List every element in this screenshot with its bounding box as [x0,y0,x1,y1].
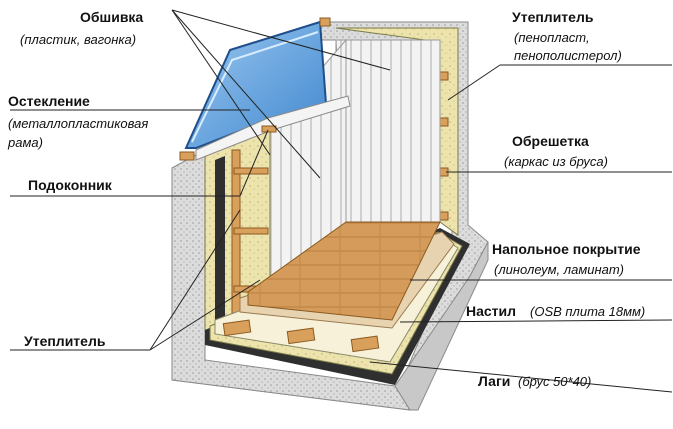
lathing-title: Обрешетка [512,133,589,149]
label-floor-covering: Напольное покрытие (линолеум, ламинат) [492,241,641,277]
label-lathing: Обрешетка (каркас из бруса) [504,133,608,169]
insulation-right-sub1: (пенопласт, [514,30,590,45]
joists-sub: (брус 50*40) [518,374,591,389]
insulation-left-title: Утеплитель [24,333,106,349]
insulation-right-title: Утеплитель [512,9,594,25]
insulation-right-sub2: пенополистерол) [514,48,622,63]
label-sill: Подоконник [28,177,113,193]
floor-covering-sub: (линолеум, ламинат) [494,262,624,277]
label-decking: Настил (OSB плита 18мм) [466,303,645,319]
label-insulation-right: Утеплитель (пенопласт, пенополистерол) [512,9,622,63]
back-wall-cladding [335,39,441,223]
glazing-title: Остекление [8,93,90,109]
joists-title: Лаги [478,373,510,389]
glazing-sub1: (металлопластиковая [8,116,148,131]
glazing-sub2: рама) [7,135,43,150]
floor-covering-title: Напольное покрытие [492,241,641,257]
leader-lines [10,9,673,393]
decking-title: Настил [466,303,516,319]
label-cladding: Обшивка (пластик, вагонка) [20,9,143,47]
decking-sub: (OSB плита 18мм) [530,304,645,319]
sill-title: Подоконник [28,177,113,193]
floor-layers [205,221,470,385]
cladding-title: Обшивка [80,9,143,25]
window-glazing [179,17,351,161]
lathing-sub: (каркас из бруса) [504,154,608,169]
label-joists: Лаги (брус 50*40) [478,373,591,389]
label-insulation-left: Утеплитель [24,333,106,349]
label-glazing: Остекление (металлопластиковая рама) [7,93,148,150]
cladding-sub: (пластик, вагонка) [20,32,136,47]
